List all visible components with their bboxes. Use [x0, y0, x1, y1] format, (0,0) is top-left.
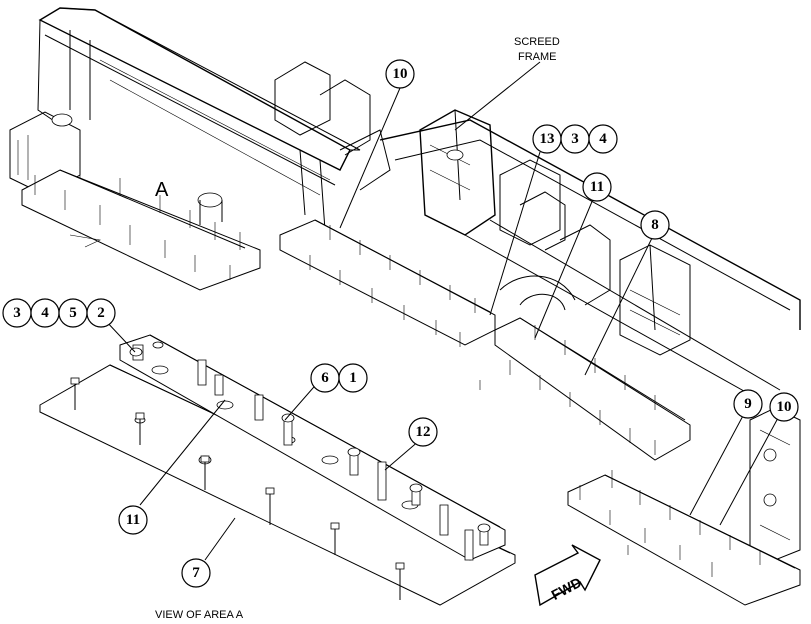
svg-text:6: 6: [321, 370, 329, 386]
callout-9: 9: [733, 389, 763, 419]
strike-off-plate-bottom-right: [567, 470, 801, 606]
callout-10-bottom: 10: [769, 392, 799, 422]
callout-5-left: 5: [58, 298, 88, 328]
svg-text:10: 10: [393, 66, 408, 82]
leader-lines: [104, 61, 779, 561]
fwd-label: FWD: [548, 574, 584, 603]
callout-3-top: 3: [560, 124, 590, 154]
screed-frame-label-line1: SCREED: [514, 36, 560, 48]
svg-text:11: 11: [126, 512, 140, 528]
svg-text:3: 3: [13, 305, 21, 321]
callout-11-right: 11: [582, 172, 612, 202]
svg-text:8: 8: [651, 217, 659, 233]
svg-text:10: 10: [777, 399, 792, 415]
strike-off-plate-center: [279, 219, 496, 347]
svg-text:4: 4: [599, 131, 607, 147]
strike-off-plate-right: [479, 317, 691, 461]
callout-13: 13: [532, 124, 562, 154]
svg-text:1: 1: [349, 370, 357, 386]
area-a-marker: A: [155, 179, 169, 201]
svg-text:12: 12: [416, 424, 431, 440]
svg-text:7: 7: [192, 565, 200, 581]
screed-frame-main-section: [274, 61, 801, 561]
callout-8: 8: [640, 210, 670, 240]
svg-text:5: 5: [69, 305, 77, 321]
area-a-detail-view: [39, 334, 516, 606]
svg-text:9: 9: [744, 396, 752, 412]
screed-frame-label-line2: FRAME: [518, 51, 557, 63]
callout-7: 7: [181, 558, 211, 588]
callout-1: 1: [338, 363, 368, 393]
screed-frame-left-section: A: [9, 7, 361, 291]
svg-text:3: 3: [571, 131, 579, 147]
svg-text:11: 11: [590, 179, 604, 195]
callout-10-top: 10: [385, 59, 415, 89]
callout-2-left: 2: [86, 298, 116, 328]
view-caption: VIEW OF AREA A: [155, 609, 244, 621]
callout-6: 6: [310, 363, 340, 393]
svg-text:13: 13: [540, 131, 555, 147]
svg-text:2: 2: [97, 305, 105, 321]
callout-4-left: 4: [30, 298, 60, 328]
callout-3-left: 3: [2, 298, 32, 328]
forward-direction-arrow: FWD: [534, 544, 601, 607]
callout-12: 12: [408, 417, 438, 447]
svg-text:4: 4: [41, 305, 49, 321]
callout-11-left: 11: [118, 505, 148, 535]
callout-4-top: 4: [588, 124, 618, 154]
